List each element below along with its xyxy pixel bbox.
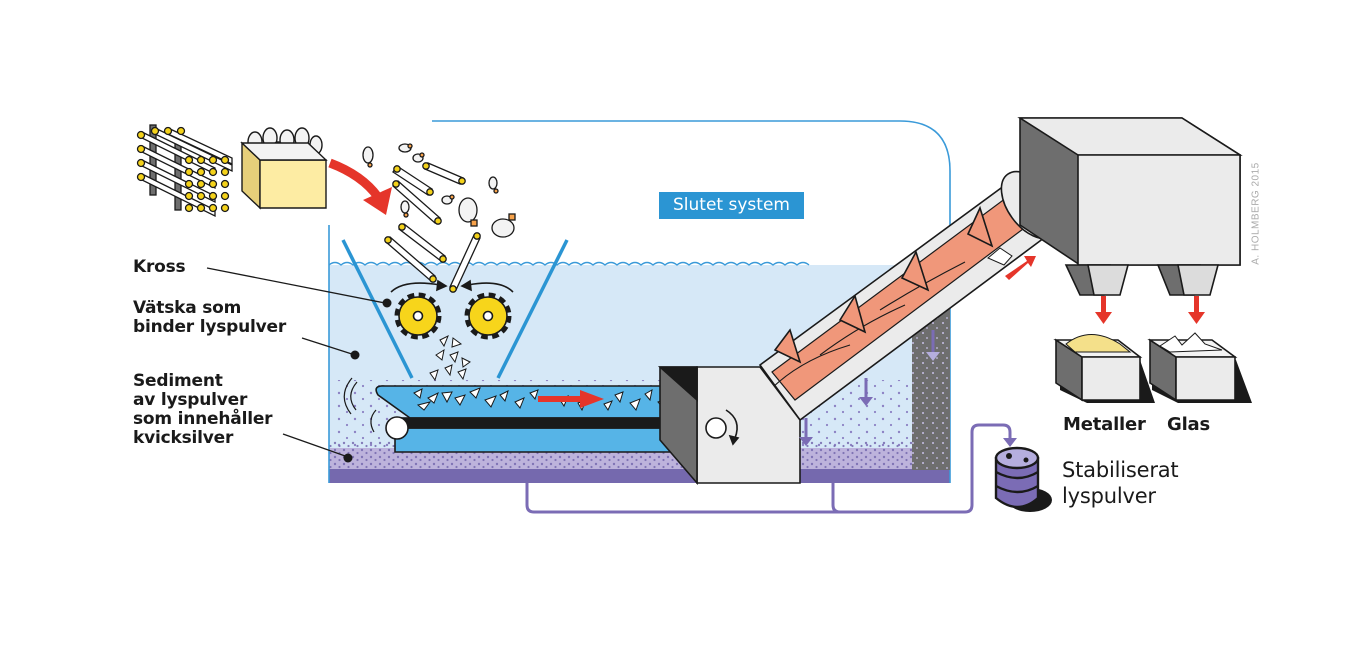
return-pipe-left [525,423,1012,514]
bulb-box [240,127,328,210]
belt-direction-arrow [538,390,604,408]
label-glass: Glas [1167,414,1211,435]
falling-lamps [362,143,516,293]
closed-system-outline [432,120,951,265]
pipe-arrowhead [1003,438,1017,447]
closed-system-badge: Slutet system [659,192,804,219]
return-pipe-mid [831,483,841,514]
screw-conveyor [657,170,1060,486]
label-liquid: Vätska som binder lyspulver [133,298,287,337]
powder-drop-arrows [799,330,940,446]
water-surface [328,261,810,266]
label-stabilized-powder: Stabiliserat lyspulver [1062,458,1179,508]
red-feed-arrow [328,158,382,200]
label-metals: Metaller [1063,414,1146,435]
label-sediment: Sediment av lyspulver som innehåller kvi… [133,371,273,448]
fluorescent-tube-racks [136,124,233,218]
barrel-icon [994,446,1052,512]
artist-credit: A. HOLMBERG 2015 [1250,162,1262,265]
glass-bin [1147,332,1252,403]
hopper-left-wall [341,239,414,379]
leader-lines [206,267,392,463]
hopper-right-wall [496,239,569,379]
separator [1017,117,1243,296]
output-arrows [1095,296,1205,324]
metal-bin [1053,334,1155,403]
label-crusher: Kross [133,257,186,277]
crusher-gears [390,279,514,340]
tank-floor [329,469,950,483]
